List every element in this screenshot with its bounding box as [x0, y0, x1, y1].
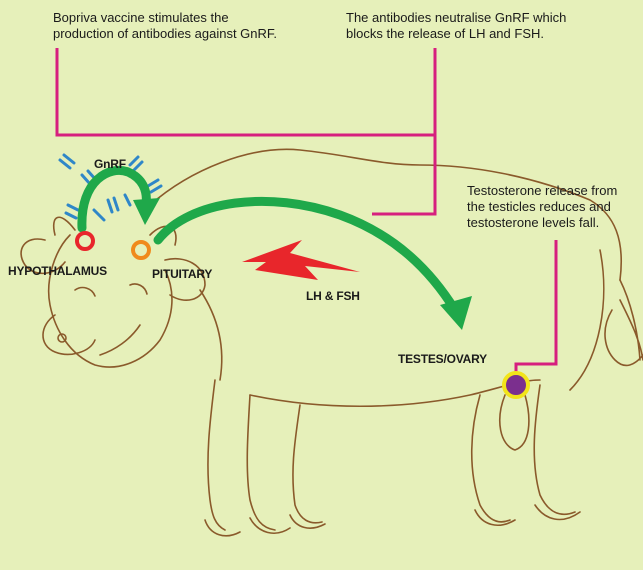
antibody-mark [94, 210, 104, 220]
lightning-bolt [242, 240, 360, 280]
animal-muzzle [43, 315, 95, 354]
antibody-mark [130, 157, 138, 165]
animal-hoof-hind-1 [475, 510, 515, 525]
connector-vaccine [57, 48, 435, 135]
antibody-mark [151, 186, 161, 192]
animal-mouth [100, 325, 140, 355]
animal-tail [605, 280, 643, 365]
antibody-mark [134, 162, 142, 170]
antibody-mark [114, 198, 118, 210]
label-hypothalamus: HYPOTHALAMUS [8, 264, 107, 278]
testes-marker [504, 373, 528, 397]
label-pituitary: PITUITARY [152, 267, 212, 281]
animal-belly [250, 380, 540, 406]
animal-horn-left [54, 217, 75, 235]
caption-antibodies: The antibodies neutralise GnRF which blo… [346, 10, 566, 42]
antibody-mark [68, 205, 78, 210]
animal-neck [200, 290, 222, 380]
animal-leg-hind-2 [534, 385, 575, 514]
pituitary-ring [133, 242, 149, 258]
animal-leg-front-2 [247, 395, 275, 530]
animal-leg-front-3 [293, 405, 322, 523]
antibody-mark [64, 155, 74, 163]
label-testes: TESTES/OVARY [398, 352, 487, 366]
animal-eye-left [75, 288, 95, 296]
animal-scrotum [500, 395, 529, 450]
antibody-mark [125, 195, 130, 205]
label-gnrf: GnRF [94, 157, 126, 171]
animal-eye-right [130, 284, 147, 294]
antibody-mark [66, 213, 76, 218]
caption-testosterone: Testosterone release from the testicles … [467, 183, 617, 231]
animal-leg-hind-1 [472, 395, 510, 522]
antibody-mark [148, 180, 158, 186]
antibody-mark [108, 200, 112, 212]
green-arrows [82, 170, 455, 310]
animal-leg-front-1 [208, 380, 225, 530]
hypothalamus-ring [77, 233, 93, 249]
antibody-mark [60, 160, 70, 168]
connector-testosterone [516, 240, 556, 383]
connector-antibodies [372, 48, 435, 214]
label-lh-fsh: LH & FSH [306, 289, 360, 303]
caption-vaccine: Bopriva vaccine stimulates the productio… [53, 10, 277, 42]
animal-head [49, 235, 172, 367]
animal-hoof-front-2 [250, 518, 290, 533]
animal-rump [570, 250, 604, 390]
arrowhead-pituitary [133, 198, 160, 225]
